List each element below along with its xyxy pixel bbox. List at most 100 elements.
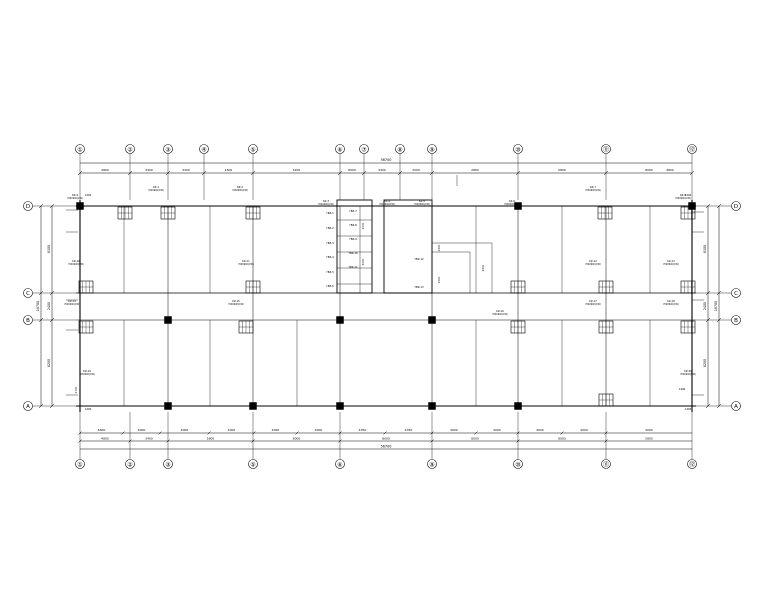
column-note: 700X600(C30) xyxy=(680,373,696,376)
local-dim: 2300 xyxy=(437,244,441,251)
dim-top-span: 4800 xyxy=(666,168,674,172)
dim-tick xyxy=(250,170,256,176)
dim-tick xyxy=(361,170,367,176)
axis-bubble-bottom xyxy=(427,459,437,469)
dim-bottom-row2: 8000 xyxy=(558,437,566,441)
local-dim: 3000 xyxy=(361,258,365,265)
axis-bubble-left xyxy=(23,315,33,325)
column-solid xyxy=(428,402,436,410)
column-solid xyxy=(336,402,344,410)
dim-bottom-row1: 4000 xyxy=(450,428,458,432)
dim-top-span: 4800 xyxy=(101,168,109,172)
column-solid xyxy=(336,316,344,324)
dim-tick xyxy=(705,317,711,323)
dim-bottom-row2: 5800 xyxy=(645,437,653,441)
axis-bubble-top xyxy=(687,144,697,154)
axis-bubble-bottom xyxy=(687,459,697,469)
dim-tick xyxy=(705,290,711,296)
column-note: 700X600(C30) xyxy=(379,203,395,206)
beam-label: KZ-5 xyxy=(419,199,425,203)
axis-bubble-top xyxy=(335,144,345,154)
dim-left-span: 8100 xyxy=(47,245,51,253)
axis-bubble-right xyxy=(731,401,741,411)
dim-tick xyxy=(78,431,82,435)
local-dim: 3000 xyxy=(361,222,365,229)
column-note: 700X600(C30) xyxy=(414,203,430,206)
stair-core-left xyxy=(336,199,373,294)
dim-tick xyxy=(429,170,435,176)
dim-bottom-row1: 4000 xyxy=(645,428,653,432)
dim-tick xyxy=(383,431,387,435)
dim-tick xyxy=(38,317,44,323)
beam-label: KZ-13 xyxy=(667,259,675,263)
column-note: 700X600(C30) xyxy=(68,263,84,266)
dim-bottom-row2: 8000 xyxy=(382,437,390,441)
axis-bubble-right xyxy=(731,315,741,325)
axis-bubble-right xyxy=(731,288,741,298)
axis-bubble-top xyxy=(199,144,209,154)
axis-label-top: ② xyxy=(127,146,133,153)
beam-label: KZ-2 xyxy=(237,185,243,189)
column-solid xyxy=(428,316,436,324)
axis-label-bottom: ⑪ xyxy=(603,460,609,468)
column-note: 700X600(C30) xyxy=(504,203,520,206)
column-note: 700X600(C30) xyxy=(585,263,601,266)
axis-label-bottom: ⑤ xyxy=(250,461,255,468)
dim-tick xyxy=(201,170,207,176)
axis-label-top: ⑩ xyxy=(515,146,520,153)
beam-label: KZ-17 xyxy=(589,299,597,303)
beam-label: KZ-9 xyxy=(72,193,78,197)
column-solid xyxy=(688,202,696,210)
local-dim: 1400 xyxy=(685,407,692,411)
axis-bubble-top xyxy=(248,144,258,154)
dim-tick xyxy=(516,439,520,443)
axis-label-left: A xyxy=(26,404,30,410)
dim-top-span: 8000 xyxy=(348,168,356,172)
axis-label-bottom: ⑨ xyxy=(429,461,434,468)
axis-label-top: ⑫ xyxy=(689,145,695,153)
beam-label: KZ-14 xyxy=(68,299,76,303)
axis-label-right: A xyxy=(734,404,738,410)
dim-bottom-row1: 4800 xyxy=(98,428,106,432)
dim-tick xyxy=(603,170,609,176)
lintel-label: YBZ-1 xyxy=(326,211,334,215)
dim-bottom-row1: 4000 xyxy=(181,428,189,432)
dim-right-total: 18700 xyxy=(714,301,718,311)
dim-bottom-row1: 4000 xyxy=(272,428,280,432)
dim-left-span: 8200 xyxy=(47,359,51,367)
beam-label: KZ-11 xyxy=(242,259,250,263)
column-note: 700X600(C30) xyxy=(148,189,164,192)
local-dim: 1500 xyxy=(437,276,441,283)
local-dim: 1400 xyxy=(85,407,92,411)
axis-bubble-bottom xyxy=(601,459,611,469)
axis-label-bottom: ① xyxy=(77,461,82,468)
dim-top-span: 3400 xyxy=(378,168,386,172)
beam-label: KZ-12 xyxy=(589,259,597,263)
column-note: 700X600(C30) xyxy=(238,263,254,266)
beam-label: KZ-15 xyxy=(232,299,240,303)
column-note: 700X600(C30) xyxy=(492,313,508,316)
dim-tick xyxy=(49,403,55,409)
dim-tick xyxy=(716,203,722,209)
dim-bottom-row2: 4800 xyxy=(101,437,109,441)
column-note: 700X600(C30) xyxy=(232,189,248,192)
lintel-label: YBZ-2 xyxy=(326,226,334,230)
axis-label-top: ⑪ xyxy=(603,145,609,153)
dim-tick xyxy=(38,290,44,296)
dim-tick xyxy=(166,439,170,443)
dim-bottom-row1: 4000 xyxy=(315,428,323,432)
dim-right-span: 2400 xyxy=(703,302,707,310)
dim-tick xyxy=(716,290,722,296)
dim-tick xyxy=(337,170,343,176)
column-note: 700X600(C30) xyxy=(64,303,80,306)
dim-bottom-row1: 4350 xyxy=(359,428,367,432)
local-dim: 4400 xyxy=(481,264,485,271)
axis-bubble-top xyxy=(75,144,85,154)
axis-bubble-top xyxy=(359,144,369,154)
axis-label-right: D xyxy=(734,204,738,210)
dim-tick xyxy=(397,170,403,176)
axis-bubble-bottom xyxy=(248,459,258,469)
axis-label-bottom: ⑥ xyxy=(337,461,342,468)
